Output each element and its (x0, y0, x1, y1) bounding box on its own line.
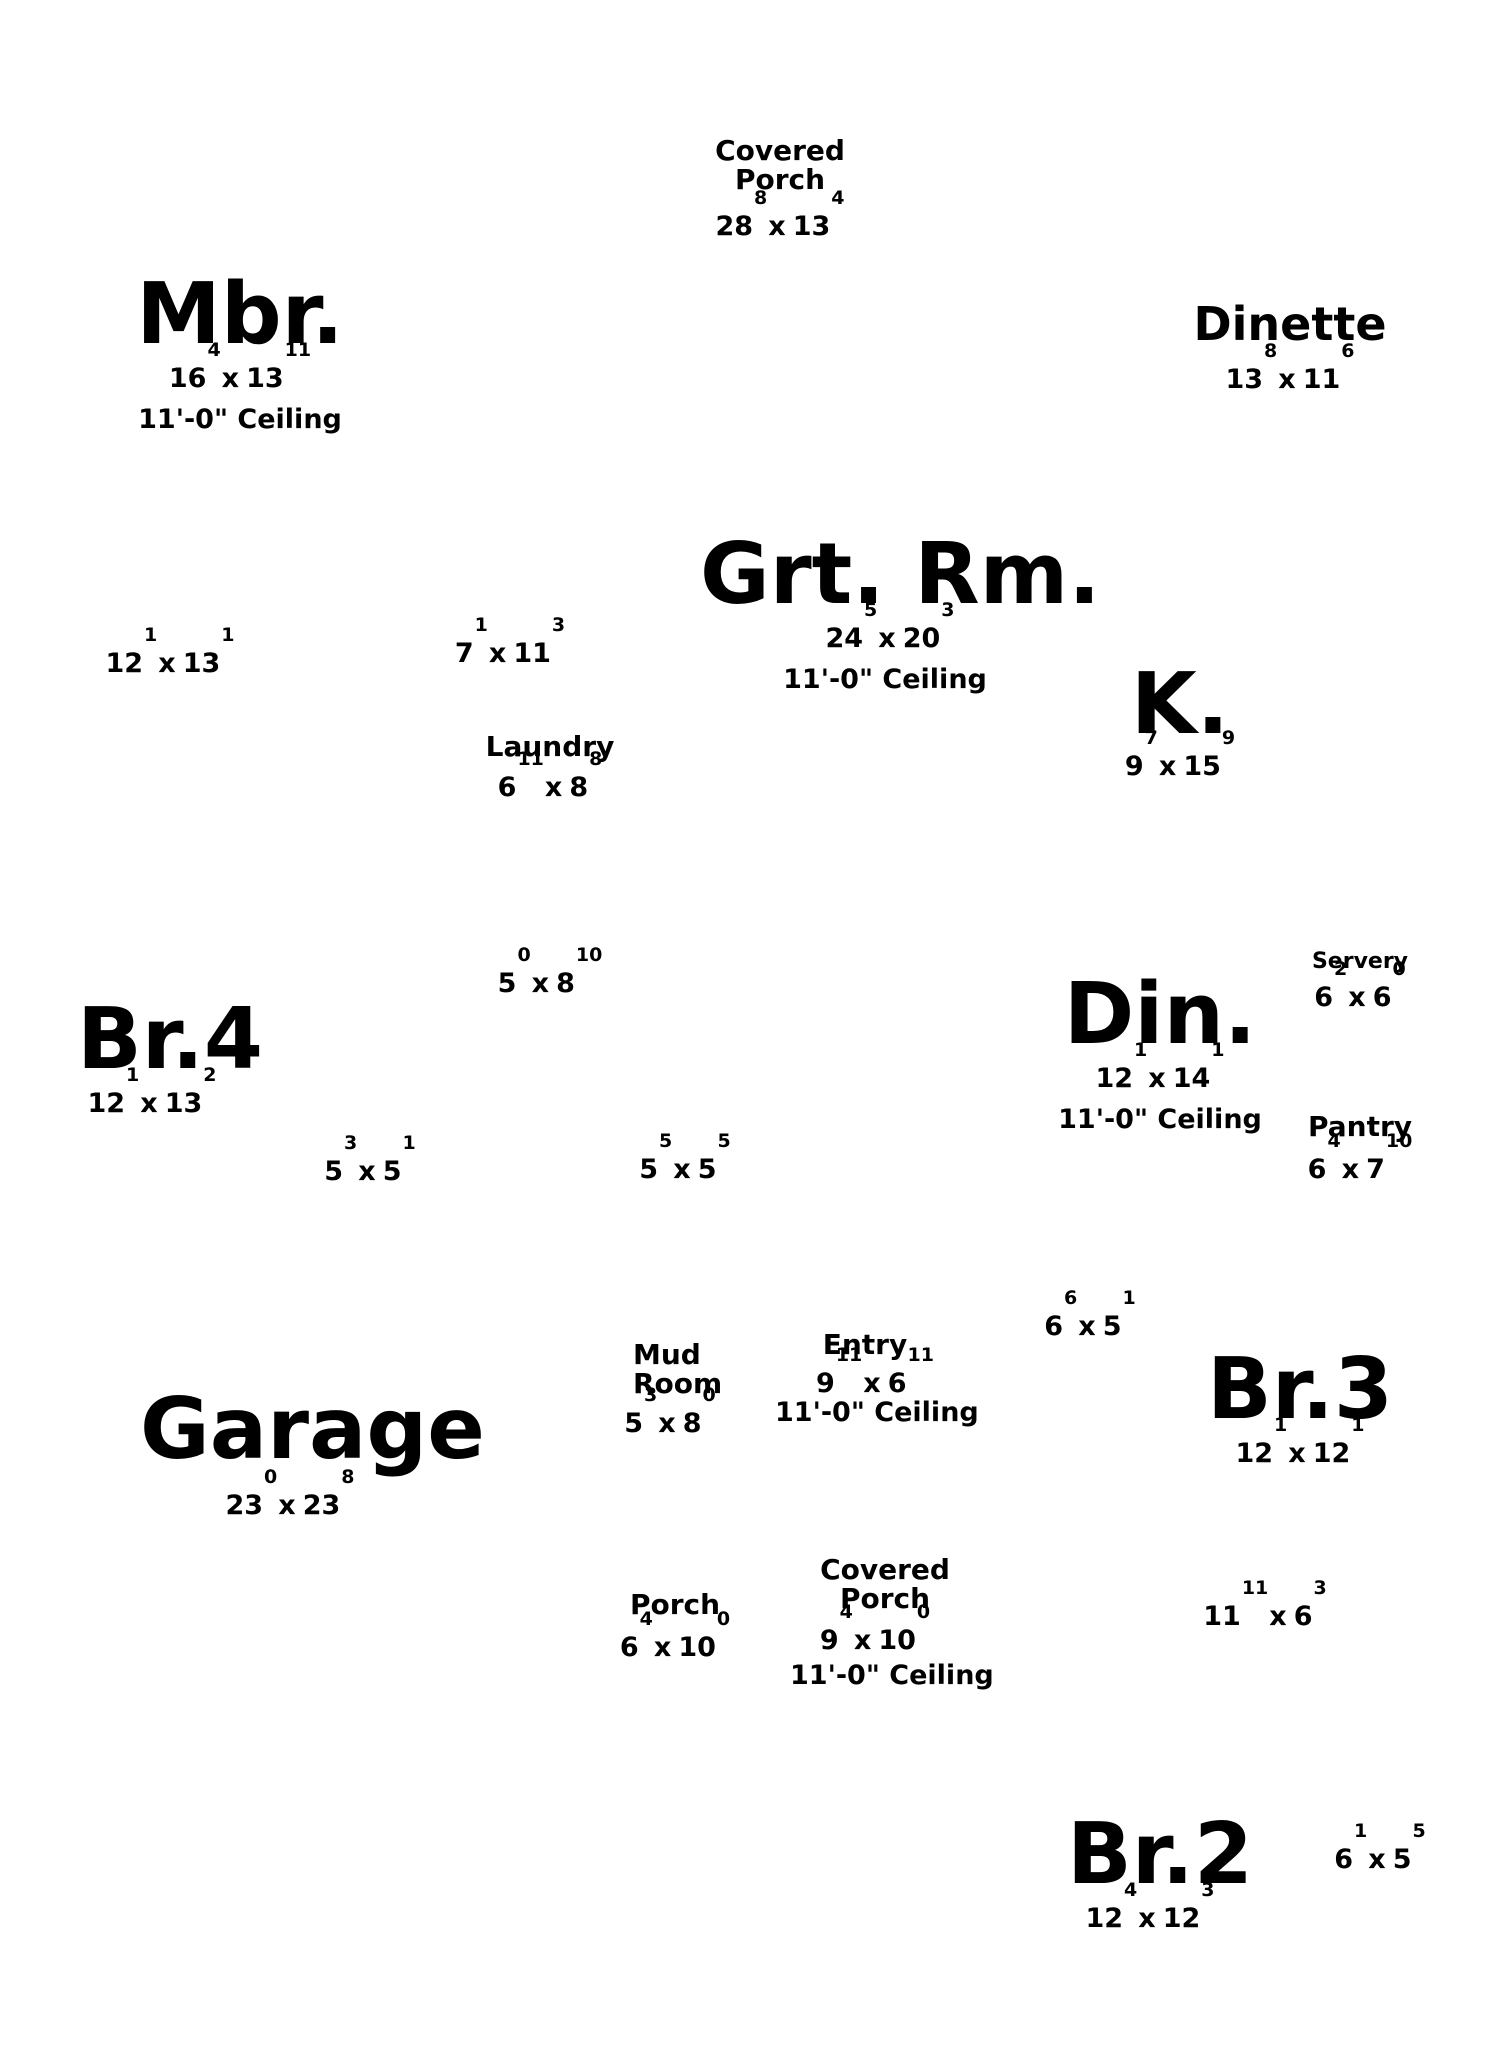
room-name: Covered (820, 1553, 950, 1586)
room-name: Mbr. (136, 265, 344, 364)
room-name: Br.3 (1206, 1340, 1394, 1439)
room-name: Entry (822, 1328, 908, 1361)
room-ceiling: 11'-0" Ceiling (1058, 1104, 1262, 1136)
room-name: Servery (1311, 949, 1409, 974)
room-name: Din. (1063, 965, 1257, 1064)
room-name: Br.4 (76, 990, 264, 1089)
room-ceiling: 11'-0" Ceiling (138, 404, 342, 436)
room-name: Covered (715, 134, 845, 167)
room-ceiling: 11'-0" Ceiling (790, 1659, 994, 1691)
room-name: Br.2 (1066, 1805, 1254, 1904)
room-name: Room (633, 1367, 723, 1401)
room-name: Dinette (1193, 297, 1387, 351)
room-name: Pantry (1307, 1110, 1413, 1143)
room-ceiling: 11'-0" Ceiling (775, 1397, 979, 1429)
room-name: Porch (629, 1588, 721, 1621)
room-name: Garage (140, 1380, 485, 1479)
room-name: Laundry (485, 730, 615, 763)
room-name: Porch (839, 1582, 931, 1616)
room-name: K. (1130, 655, 1230, 754)
room-ceiling: 11'-0" Ceiling (783, 664, 987, 696)
room-name: Grt. Rm. (700, 525, 1101, 624)
room-name: Porch (734, 163, 826, 197)
room-name: Mud (633, 1338, 701, 1371)
